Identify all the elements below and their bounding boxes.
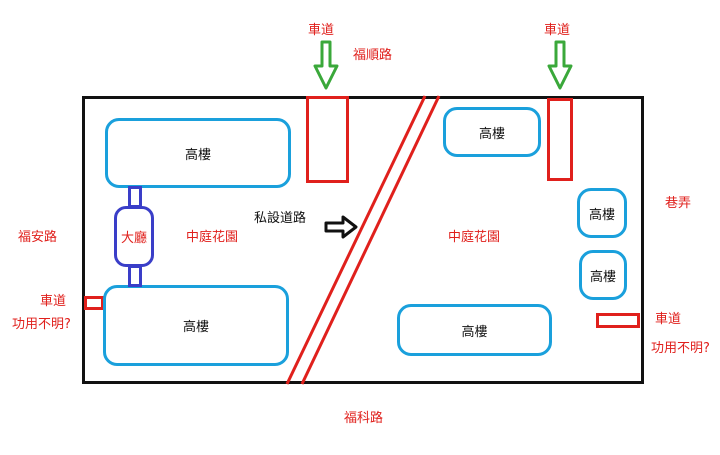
lobby-hall: 大廳 xyxy=(114,206,154,267)
driveway-top-left xyxy=(306,96,349,183)
hall-connector-bottom xyxy=(128,265,142,287)
label-driveway-left: 車道 xyxy=(40,294,67,309)
label-private-road: 私設道路 xyxy=(254,211,307,226)
arrow-down-icon xyxy=(313,40,339,90)
tower-building: 高樓 xyxy=(579,250,627,300)
label-road-north: 福順路 xyxy=(353,48,393,63)
tower-building: 高樓 xyxy=(397,304,552,356)
driveway-top-right xyxy=(547,98,573,181)
label-road-west: 福安路 xyxy=(18,230,58,245)
site-boundary xyxy=(82,96,644,384)
tower-building: 高樓 xyxy=(577,188,627,238)
tower-building: 高樓 xyxy=(103,285,289,366)
arrow-right-icon xyxy=(324,215,358,239)
label-road-south: 福科路 xyxy=(344,411,384,426)
label-road-east-alley: 巷弄 xyxy=(665,196,692,211)
label-driveway-left-note: 功用不明? xyxy=(12,317,71,332)
hall-connector-top xyxy=(128,186,142,208)
label-driveway-top-right: 車道 xyxy=(544,23,571,38)
private-road-edge-left xyxy=(285,95,427,385)
label-driveway-top-left: 車道 xyxy=(308,23,335,38)
driveway-right xyxy=(596,313,640,328)
label-courtyard-right: 中庭花園 xyxy=(448,230,501,245)
label-courtyard-left: 中庭花園 xyxy=(186,230,239,245)
arrow-down-icon xyxy=(547,40,573,90)
driveway-left xyxy=(84,296,104,310)
label-driveway-right-note: 功用不明? xyxy=(651,341,710,356)
label-driveway-right: 車道 xyxy=(655,312,682,327)
tower-building: 高樓 xyxy=(443,107,541,157)
tower-building: 高樓 xyxy=(105,118,291,188)
private-road-edge-right xyxy=(300,95,441,385)
